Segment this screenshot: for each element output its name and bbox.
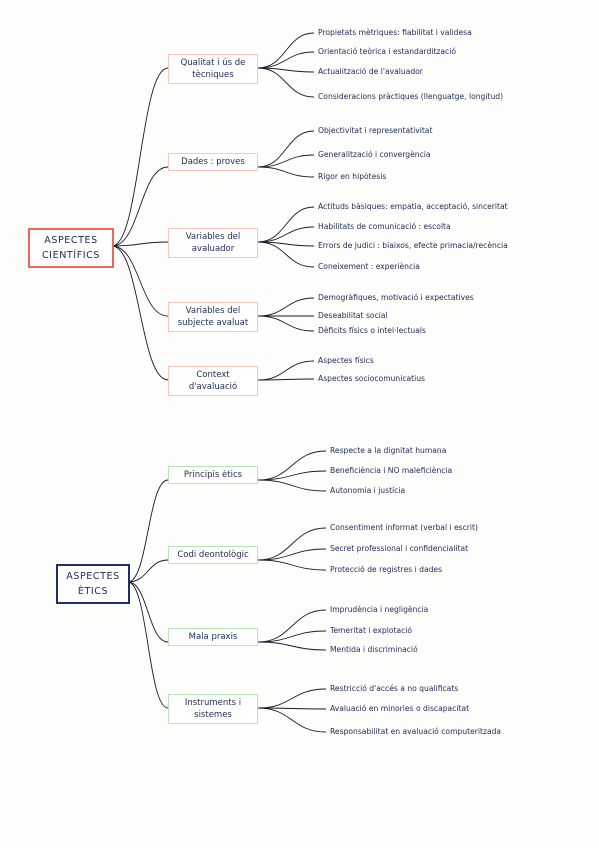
leaf-item: Avaluació en minories o discapacitat [330,704,470,713]
branch-node[interactable]: Variables del subjecte avaluat [168,302,258,332]
root-to-branch-line [111,245,169,317]
leaf-item: Demogràfiques, motivació i expectatives [318,293,474,302]
leaf-item: Orientació teòrica i estandardització [318,47,456,56]
root-to-branch-line [127,581,169,709]
branch-node[interactable]: Dades : proves [168,153,258,171]
leaf-item: Consideracions pràctiques (llenguatge, l… [318,92,504,101]
root-node-sci[interactable]: ASPECTES CIENTÍFICS [28,228,114,268]
root-node-eth[interactable]: ASPECTES ÈTICS [56,564,130,604]
root-to-branch-line [127,581,169,643]
leaf-item: Respecte a la dignitat humana [330,446,447,455]
branch-to-leaf-line [257,206,315,243]
branch-to-leaf-line [257,479,327,492]
branch-node[interactable]: Instruments i sistemes [168,694,258,724]
leaf-item: Mentida i discriminació [330,645,418,654]
leaf-item: Coneixement : experiència [318,262,420,271]
branch-node[interactable]: Context d'avaluació [168,366,258,396]
leaf-item: Generalització i convergència [318,150,431,159]
branch-to-leaf-line [257,360,315,381]
root-to-branch-line [111,241,169,247]
branch-to-leaf-line [257,609,327,643]
branch-to-leaf-line [257,707,327,733]
leaf-item: Temeritat i explotació [330,626,413,635]
root-to-branch-line [111,245,169,381]
branch-to-leaf-line [257,527,327,561]
branch-node[interactable]: Mala praxis [168,628,258,646]
leaf-item: Dèficits físics o intel·lectuals [318,326,426,335]
branch-to-leaf-line [257,51,315,69]
branch-to-leaf-line [257,241,315,268]
leaf-item: Habilitats de comunicació : escolta [318,222,451,231]
root-to-branch-line [111,67,169,247]
branch-node[interactable]: Codi deontològic [168,546,258,564]
branch-to-leaf-line [257,630,327,643]
leaf-item: Deseabilitat social [318,311,388,320]
leaf-item: Responsabilitat en avaluació computeritz… [330,727,502,736]
leaf-item: Autonomia i justícia [330,486,406,495]
leaf-item: Aspectes sociocomunicatius [318,374,426,383]
branch-to-leaf-line [257,315,315,332]
branch-to-leaf-line [257,297,315,317]
branch-to-leaf-line [257,559,327,571]
branch-node[interactable]: Principis ètics [168,466,258,484]
branch-to-leaf-line [257,154,315,168]
leaf-item: Errors de judici : biaixos, efecte prima… [318,241,508,250]
leaf-item: Beneficiència i NO maleficiència [330,466,453,475]
root-to-branch-line [111,166,169,247]
leaf-item: Secret professional i confidencialitat [330,544,469,553]
branch-to-leaf-line [257,548,327,561]
leaf-item: Protecció de registres i dades [330,565,443,574]
leaf-item: Rigor en hipòtesis [318,172,387,181]
branch-to-leaf-line [257,67,315,98]
branch-to-leaf-line [257,688,327,709]
branch-to-leaf-line [257,450,327,481]
branch-to-leaf-line [257,470,327,481]
branch-to-leaf-line [257,130,315,168]
leaf-item: Consentiment informat (verbal i escrit) [330,523,478,532]
branch-to-leaf-line [257,226,315,243]
branch-to-leaf-line [257,641,327,651]
branch-to-leaf-line [257,166,315,178]
branch-node[interactable]: Variables del avaluador [168,228,258,258]
leaf-item: Restricció d'accés a no qualificats [330,684,459,693]
branch-to-leaf-line [257,707,327,710]
branch-to-leaf-line [257,32,315,69]
leaf-item: Imprudència i negligència [330,605,429,614]
root-to-branch-line [127,559,169,583]
leaf-item: Aspectes físics [318,356,374,365]
branch-to-leaf-line [257,378,315,381]
leaf-item: Objectivitat i representativitat [318,126,433,135]
leaf-item: Propietats mètriques: fiabilitat i valid… [318,28,472,37]
root-to-branch-line [127,479,169,583]
leaf-item: Actualització de l'avaluador [318,67,423,76]
branch-node[interactable]: Qualitat i ús de tècniques [168,54,258,84]
leaf-item: Actituds bàsiques: empatia, acceptació, … [318,202,508,211]
